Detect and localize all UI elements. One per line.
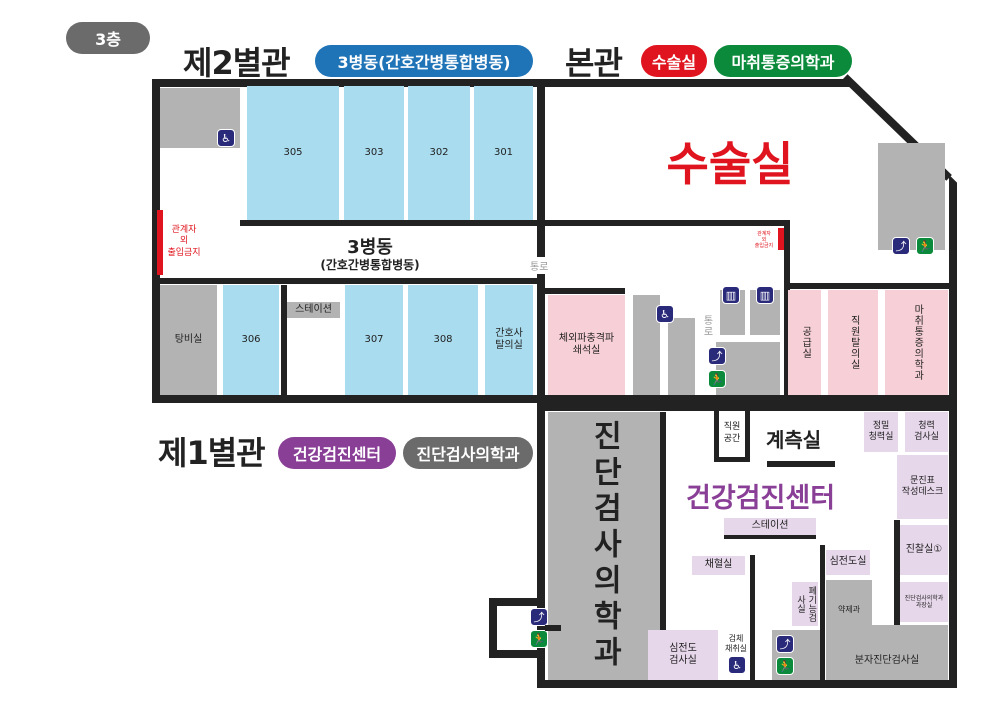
health-center-label: 건강검진센터 <box>686 483 836 514</box>
hearing-test-room: 청력 검사실 <box>905 412 948 452</box>
annex2-title: 제2별관 <box>183 44 291 82</box>
restroom-area-1 <box>633 295 660 395</box>
restricted-bar <box>157 210 163 275</box>
elevator-icon: ▥ <box>756 286 774 304</box>
restricted-sign: 관계자 외 출입금지 <box>167 225 201 258</box>
blood-draw-room: 채혈실 <box>692 556 745 575</box>
room-308: 308 <box>408 285 478 395</box>
main-title: 본관 <box>565 44 623 82</box>
stairs-icon: ⤴ <box>708 347 726 365</box>
stairs-icon: ⤴ <box>892 237 910 255</box>
annex1-title: 제1별관 <box>158 434 266 472</box>
specimen-room: 검체 채취실 <box>724 634 748 653</box>
station: 스테이션 <box>287 302 340 318</box>
restroom-area-2 <box>668 318 695 395</box>
room-302: 302 <box>408 86 470 220</box>
staff-locker-room: 직원탈의실 <box>828 290 878 395</box>
passage-label-main: 통로 <box>701 315 712 337</box>
anesthesia-room: 마취통증의학과 <box>885 290 948 395</box>
elevator-icon: ▥ <box>722 286 740 304</box>
room-301: 301 <box>474 86 533 220</box>
ecg-room: 심전도실 <box>826 550 870 575</box>
stairs-icon: ⤴ <box>530 608 548 626</box>
restricted-bar-main <box>778 228 784 250</box>
anesthesia-badge: 마취통증의학과 <box>714 45 852 77</box>
questionnaire-desk[interactable]: 문진표 작성데스크 <box>897 455 948 519</box>
lab-medicine-dept: 진단검사의학과 <box>548 412 660 680</box>
passage-label: 통로 <box>528 257 551 274</box>
measurement-room: 계측실 <box>766 428 822 452</box>
room-305: 305 <box>247 86 339 220</box>
ward-sub-label: (간호간병통합병동) <box>320 258 420 272</box>
supply-room: 공급실 <box>788 290 821 395</box>
main-stair-area <box>878 143 945 250</box>
restroom-icon: ♿ <box>656 305 674 323</box>
emergency-exit-icon: 🏃 <box>530 630 548 648</box>
emergency-exit-icon: 🏃 <box>776 657 794 675</box>
health-center-badge: 건강검진센터 <box>278 437 396 469</box>
pulmonary-function-room: 폐기능검사실 <box>792 582 818 626</box>
lab-chief-office: 진단검사의학과 과장실 <box>900 582 948 622</box>
floor-badge: 3층 <box>66 22 150 54</box>
health-station: 스테이션 <box>724 518 816 535</box>
nurse-locker-room: 간호사 탈의실 <box>485 285 533 395</box>
molecular-diagnostics-room: 분자진단검사실 <box>826 625 948 680</box>
surgery-badge: 수술실 <box>641 45 707 77</box>
stairs-icon: ⤴ <box>776 635 794 653</box>
annex1-stair-appendix <box>489 598 545 658</box>
room-303: 303 <box>344 86 404 220</box>
ward-label: 3병동 <box>347 237 393 258</box>
exam-room-1: 진찰실① <box>900 525 948 575</box>
staff-space: 직원 공간 <box>714 410 750 462</box>
emergency-exit-icon: 🏃 <box>708 370 726 388</box>
stair-area-main <box>716 342 780 395</box>
ward-badge: 3병동(간호간병통합병동) <box>315 45 533 77</box>
room-306: 306 <box>223 285 279 395</box>
ecg-exam-room: 심전도 검사실 <box>648 630 718 680</box>
restroom-icon: ♿ <box>217 129 235 147</box>
lab-medicine-badge: 진단검사의학과 <box>403 437 533 469</box>
precision-hearing-room: 정밀 청력실 <box>864 412 898 452</box>
restricted-sign-main: 관계자 외 출입금지 <box>754 230 774 250</box>
eswl-room: 체외파충격파 쇄석실 <box>548 295 625 395</box>
room-307: 307 <box>345 285 403 395</box>
surgery-label: 수술실 <box>666 137 794 191</box>
restroom-icon: ♿ <box>728 656 746 674</box>
pantry: 탕비실 <box>160 285 217 395</box>
emergency-exit-icon: 🏃 <box>916 237 934 255</box>
